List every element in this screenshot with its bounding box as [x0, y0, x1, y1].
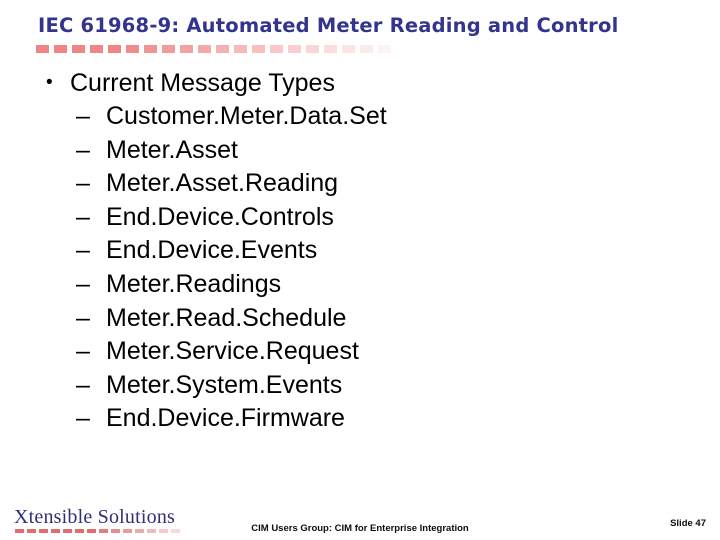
logo-rule-dash [123, 529, 132, 533]
dash-bullet-icon: – [76, 303, 90, 332]
logo-rule-dash [75, 529, 84, 533]
dash-bullet-icon: – [76, 370, 90, 399]
rule-dash [108, 45, 121, 53]
logo-rule-dash [87, 529, 96, 533]
list-item-level2: – Meter.System.Events [40, 369, 700, 403]
logo-rule-dash [111, 529, 120, 533]
rule-dash [144, 45, 157, 53]
rule-dash [72, 45, 85, 53]
logo-rule-dash [159, 529, 168, 533]
title-divider-rule [36, 45, 392, 53]
logo-rule-dash [147, 529, 156, 533]
company-logo-rule [15, 529, 183, 533]
rule-dash [306, 45, 319, 53]
logo-rule-dash [15, 529, 24, 533]
bullet-icon: • [46, 72, 53, 93]
list-item-level2: – End.Device.Firmware [40, 402, 700, 436]
list-item-level2: – Meter.Asset [40, 134, 700, 168]
list-item-label: Meter.Read.Schedule [106, 303, 347, 332]
rule-dash [54, 45, 67, 53]
list-item-label: Customer.Meter.Data.Set [106, 102, 387, 130]
dash-bullet-icon: – [76, 202, 90, 231]
list-item-level2: – End.Device.Controls [40, 201, 700, 235]
logo-rule-dash [63, 529, 72, 533]
list-item-level2: – Meter.Readings [40, 268, 700, 302]
list-item-level2: – Meter.Read.Schedule [40, 302, 700, 336]
dash-bullet-icon: – [76, 135, 90, 164]
dash-bullet-icon: – [76, 404, 90, 433]
rule-dash [252, 45, 265, 53]
rule-dash [270, 45, 283, 53]
rule-dash [378, 45, 391, 53]
list-item-level2: – End.Device.Events [40, 234, 700, 268]
slide-number: Slide 47 [670, 518, 706, 529]
list-item-label: Meter.Asset [106, 135, 238, 164]
dash-bullet-icon: – [76, 102, 90, 130]
rule-dash [162, 45, 175, 53]
rule-dash [324, 45, 337, 53]
rule-dash [90, 45, 103, 53]
dash-bullet-icon: – [76, 337, 90, 366]
rule-dash [234, 45, 247, 53]
list-item-label: Meter.System.Events [106, 370, 343, 399]
logo-rule-dash [99, 529, 108, 533]
dash-bullet-icon: – [76, 236, 90, 265]
list-item-label: Current Message Types [70, 69, 335, 97]
list-item-label: Meter.Readings [106, 269, 282, 298]
dash-bullet-icon: – [76, 169, 90, 198]
list-item-label: Meter.Service.Request [106, 337, 359, 366]
list-item-level2: – Meter.Asset.Reading [40, 167, 700, 201]
logo-rule-dash [135, 529, 144, 533]
rule-dash [126, 45, 139, 53]
rule-dash [342, 45, 355, 53]
rule-dash [180, 45, 193, 53]
list-item-label: End.Device.Events [106, 236, 318, 265]
slide-body: • Current Message Types – Customer.Meter… [40, 66, 700, 436]
logo-rule-dash [51, 529, 60, 533]
company-logo: Xtensible Solutions [14, 506, 214, 533]
logo-rule-dash [171, 529, 180, 533]
rule-dash [360, 45, 373, 53]
list-item-level2: – Meter.Service.Request [40, 335, 700, 369]
rule-dash [216, 45, 229, 53]
rule-dash [36, 45, 49, 53]
rule-dash [198, 45, 211, 53]
company-logo-text: Xtensible Solutions [14, 506, 176, 528]
list-item-label: Meter.Asset.Reading [106, 169, 339, 198]
page-title: IEC 61968-9: Automated Meter Reading and… [38, 14, 619, 37]
list-item-level2: – Customer.Meter.Data.Set [40, 100, 700, 134]
rule-dash [288, 45, 301, 53]
footer-event-label: CIM Users Group: CIM for Enterprise Inte… [251, 523, 469, 534]
list-item-label: End.Device.Firmware [106, 404, 345, 433]
dash-bullet-icon: – [76, 269, 90, 298]
logo-rule-dash [39, 529, 48, 533]
logo-rule-dash [27, 529, 36, 533]
list-item-label: End.Device.Controls [106, 202, 334, 231]
list-item-level1: • Current Message Types [40, 66, 700, 100]
